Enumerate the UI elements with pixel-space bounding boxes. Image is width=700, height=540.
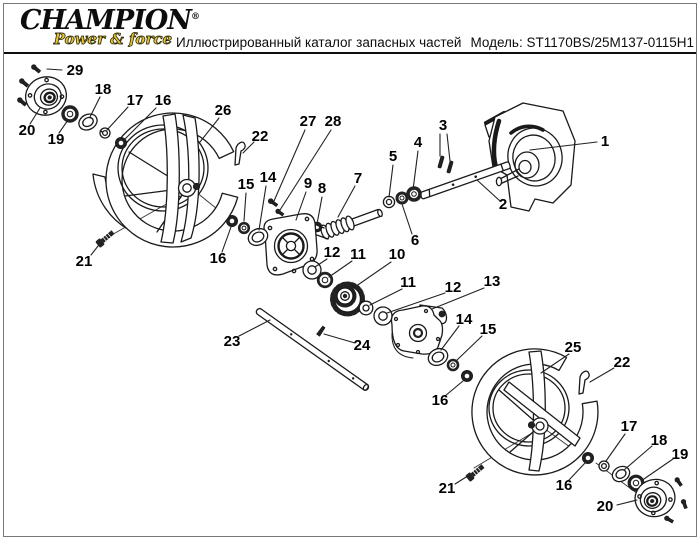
part-18-ring-right (611, 465, 631, 483)
part-22-clip-2 (578, 370, 590, 395)
part-12-washer-2 (373, 306, 393, 326)
page-title: Иллюстрированный каталог запасных частей… (176, 35, 694, 50)
part-17-nut-left (99, 127, 111, 139)
brand-name: CHAMPION® (20, 5, 200, 36)
part-14-ring-2 (427, 347, 449, 367)
part-2-hex-shaft (419, 161, 511, 200)
part-20-wheel-hub-left (24, 76, 68, 116)
part-11-bearing (316, 271, 334, 289)
part-11-bearing-2 (358, 300, 374, 316)
part-26-auger-left (92, 112, 239, 248)
catalog-title: Иллюстрированный каталог запасных частей (176, 35, 462, 50)
part-16-nut-3 (582, 452, 594, 464)
part-13-gearbox-right (390, 304, 448, 359)
part-10-gear (330, 281, 365, 317)
part-25-auger-right (471, 348, 599, 476)
header-rule (4, 52, 696, 54)
part-1-side-plate (484, 102, 576, 212)
part-16-nut (226, 215, 238, 227)
model-label: Модель: ST1170BS/25M137-0115H1 (470, 35, 695, 50)
part-27-28-bolts (267, 198, 285, 217)
part-17-nut-right (598, 460, 610, 472)
part-15-bushing-2 (446, 358, 460, 372)
part-4-bearing (406, 186, 422, 202)
part-5-washer (382, 195, 396, 209)
callout-leader-lines (29, 68, 674, 506)
part-19-bearing-left (61, 105, 79, 123)
part-22-clip (234, 141, 246, 166)
part-15-bushing (237, 221, 251, 235)
part-20-wheel-hub-right (634, 478, 676, 518)
part-6-spacer (395, 191, 409, 205)
part-23-auger-shaft (255, 307, 370, 391)
part-18-ring-left (78, 113, 98, 131)
part-9-gearbox-left (263, 213, 329, 276)
registered-mark: ® (190, 12, 200, 22)
champion-logo: CHAMPION® Power & force (20, 5, 200, 48)
part-3-pins (437, 155, 454, 174)
brand-tagline: Power & force (53, 30, 172, 48)
part-7-worm-shaft (320, 208, 383, 240)
part-16-nut-2 (461, 370, 473, 382)
part-21-bolt-2 (465, 464, 485, 482)
part-24-pin (316, 325, 326, 337)
part-14-ring (247, 227, 269, 247)
part-hub-bolts-right (664, 477, 688, 524)
part-29-bolts (17, 64, 41, 107)
